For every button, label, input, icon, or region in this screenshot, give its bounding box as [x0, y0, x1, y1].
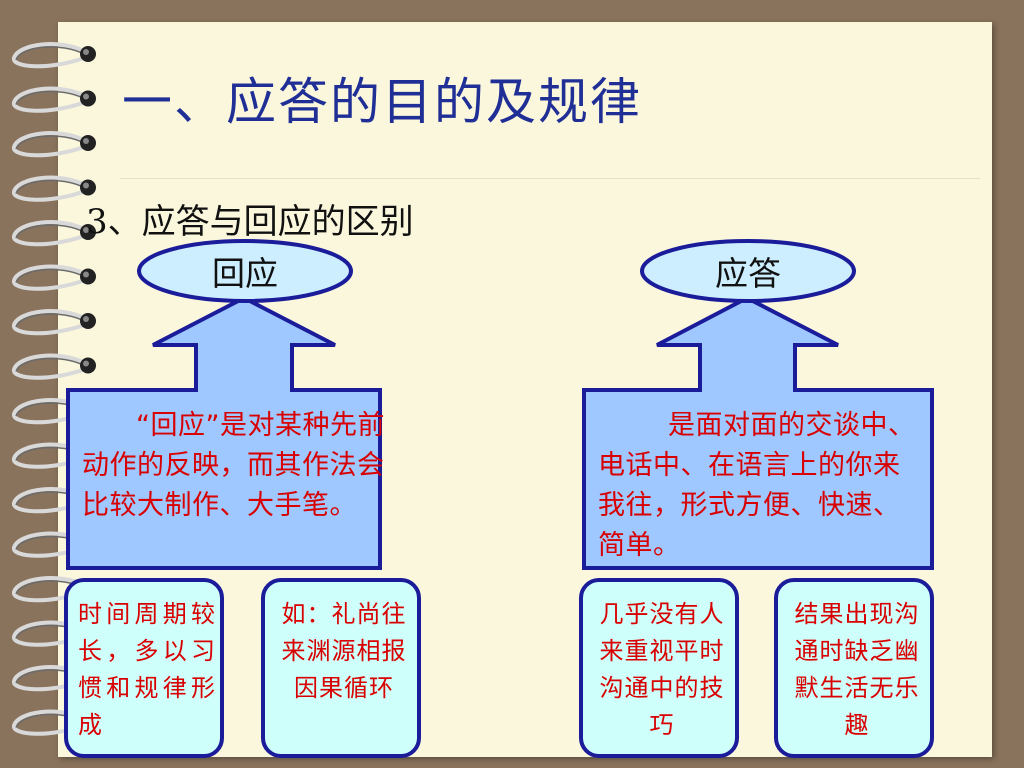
spiral-ring [12, 309, 87, 336]
spiral-ring-shadow [15, 135, 87, 150]
right-description: 是面对面的交谈中、电话中、在语言上的你来我往，形式方便、快速、简单。 [598, 410, 916, 561]
right-label: 应答 [715, 254, 781, 293]
binding-hole-highlight [83, 182, 89, 189]
spiral-ring [12, 175, 87, 202]
slide-title: 一、应答的目的及规律 [122, 73, 642, 131]
left-detail-text-1: 时间周期较长，多以习惯和规律形成 [78, 600, 216, 739]
spiral-ring-shadow [15, 90, 87, 105]
spiral-ring [12, 709, 87, 736]
right-label-ellipse [640, 239, 856, 303]
right-detail-text-2: 结果出现沟通时缺乏幽默生活无乐趣 [794, 600, 920, 739]
spiral-ring [12, 86, 87, 113]
spiral-ring [12, 531, 87, 558]
spiral-ring [12, 442, 87, 469]
right-up-arrow [582, 295, 934, 570]
left-detail-text-2: 如：礼尚往来渊源相报因果循环 [281, 600, 407, 702]
spiral-ring [12, 220, 87, 247]
left-detail-box-2 [261, 578, 421, 758]
spiral-ring-shadow [15, 313, 87, 328]
spiral-ring [12, 131, 87, 158]
binding-hole-highlight [83, 227, 89, 233]
spiral-ring-shadow [15, 357, 87, 372]
left-description: “回应”是对某种先前动作的反映，而其作法会比较大制作、大手笔。 [82, 410, 385, 521]
title-divider [120, 178, 980, 179]
spiral-ring-shadow [15, 179, 87, 194]
spiral-ring [12, 665, 87, 692]
spiral-ring [12, 398, 87, 425]
right-detail-text-1: 几乎没有人来重视平时沟通中的技巧 [599, 600, 725, 739]
binding-hole-highlight [83, 49, 89, 55]
spiral-ring [12, 42, 87, 69]
right-detail-box-1 [579, 578, 739, 758]
spiral-ring-shadow [15, 46, 87, 61]
right-detail-box-2 [774, 578, 934, 758]
binding-hole-highlight [83, 271, 89, 278]
spiral-ring [12, 576, 87, 603]
spiral-ring-shadow [15, 268, 87, 283]
spiral-ring-shadow [15, 224, 87, 239]
spiral-ring [12, 264, 87, 291]
left-label: 回应 [212, 254, 278, 293]
binding-hole-highlight [83, 138, 89, 144]
binding-hole-highlight [83, 93, 89, 100]
left-detail-box-1 [64, 578, 224, 758]
spiral-ring [12, 620, 87, 647]
binding-hole-highlight [83, 360, 89, 367]
slide-subtitle: 3、应答与回应的区别 [86, 202, 414, 242]
binding-hole-highlight [83, 316, 89, 322]
spiral-ring [12, 487, 87, 514]
left-label-ellipse [137, 239, 353, 303]
left-up-arrow [66, 295, 382, 570]
spiral-ring [12, 353, 87, 380]
